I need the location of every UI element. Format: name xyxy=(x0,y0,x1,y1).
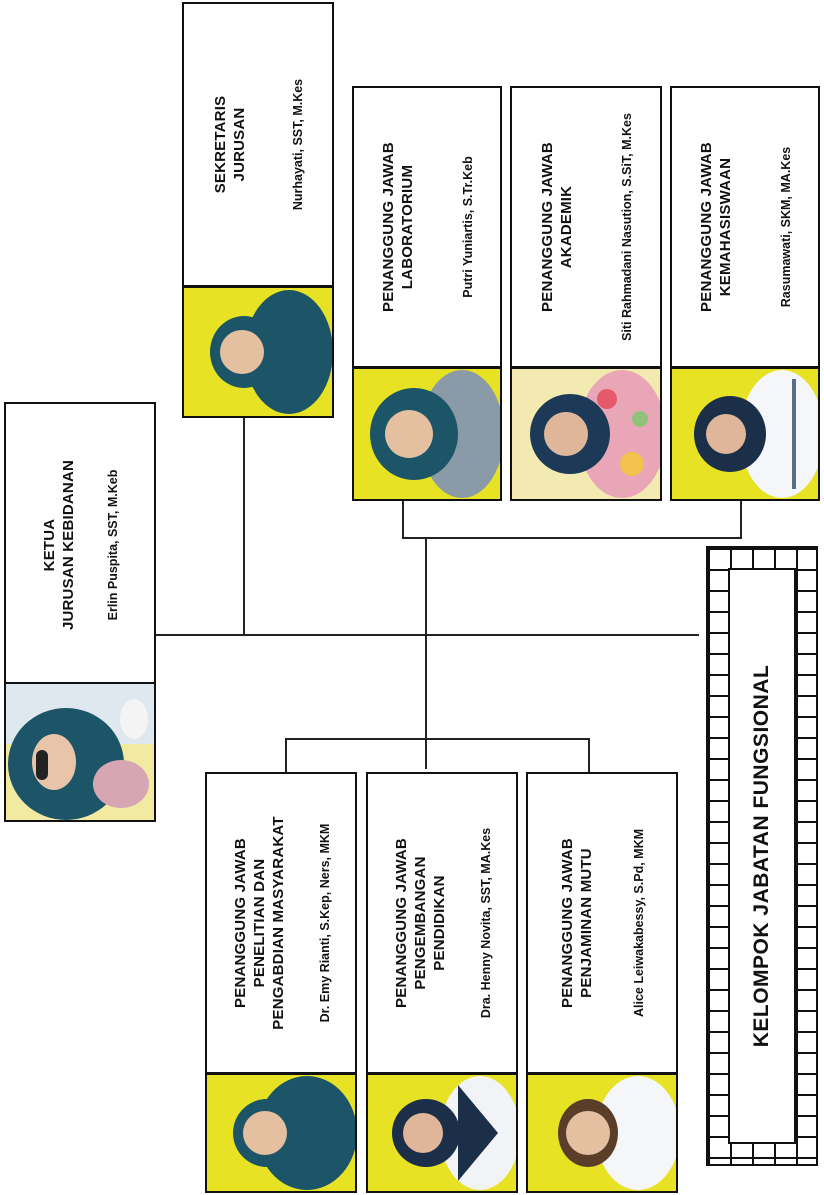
akademik-title: PENANGGUNG JAWAB AKADEMIK xyxy=(538,142,576,312)
sekretaris-title-line-2: JURUSAN xyxy=(231,107,248,182)
pengembangan-photo xyxy=(366,1073,518,1193)
laboratorium-title-line-1: PENANGGUNG JAWAB xyxy=(380,142,397,312)
pengembangan-name: Dra. Henny Novita, SST, MA.Kes xyxy=(478,827,493,1019)
laboratorium-title: PENANGGUNG JAWAB LABORATORIUM xyxy=(379,142,417,312)
pengembangan-title: PENANGGUNG JAWAB PENGEMBANGAN PENDIDIKAN xyxy=(392,838,449,1008)
penelitian-name: Dr. Emy Rianti, S.Kep, Ners, MKM xyxy=(317,823,332,1023)
kemahasiswaan-photo xyxy=(670,367,820,501)
penjaminan-name: Alice Leiwakabessy, S.Pd, MKM xyxy=(632,828,646,1018)
fungsional-label-wrap: KELOMPOK JABATAN FUNGSIONAL xyxy=(730,570,794,1142)
connector-bottom-drop-1 xyxy=(285,738,287,773)
penelitian-photo xyxy=(205,1073,357,1193)
penelitian-title: PENANGGUNG JAWAB PENELITIAN DAN PENGABDI… xyxy=(231,816,288,1029)
akademik-title-line-1: PENANGGUNG JAWAB xyxy=(539,142,556,312)
kemahasiswaan-title: PENANGGUNG JAWAB KEMAHASISWAAN xyxy=(697,142,735,312)
connector-bottom-bar xyxy=(285,738,590,740)
pengembangan-title-line-1: PENANGGUNG JAWAB xyxy=(392,838,410,1008)
connector-sekretaris-vertical xyxy=(243,416,245,635)
kemahasiswaan-text: PENANGGUNG JAWAB KEMAHASISWAAN Rasumawat… xyxy=(672,88,818,366)
fungsional-label: KELOMPOK JABATAN FUNGSIONAL xyxy=(750,664,773,1048)
sekretaris-photo xyxy=(182,286,334,418)
akademik-name: Siti Rahmadani Nasution, S.SiT, M.Kes xyxy=(620,113,634,341)
ketua-text: KETUA JURUSAN KEBIDANAN Erlin Puspita, S… xyxy=(6,404,154,686)
laboratorium-photo xyxy=(352,367,502,501)
pengembangan-title-line-3: PENDIDIKAN xyxy=(430,875,448,971)
sekretaris-title: SEKRETARIS JURUSAN xyxy=(211,96,249,194)
laboratorium-name: Putri Yuniartis, S.Tr.Keb xyxy=(461,156,475,298)
sekretaris-box: SEKRETARIS JURUSAN Nurhayati, SST, M.Kes xyxy=(182,2,334,287)
connector-top-bar xyxy=(402,537,742,539)
ketua-title-line-1: KETUA xyxy=(41,518,58,572)
top-box-akademik: PENANGGUNG JAWAB AKADEMIK Siti Rahmadani… xyxy=(510,86,662,368)
penjaminan-title-line-2: PENJAMINAN MUTU xyxy=(578,848,595,998)
penjaminan-title-line-1: PENANGGUNG JAWAB xyxy=(559,838,576,1008)
kemahasiswaan-name: Rasumawati, SKM, MA.Kes xyxy=(779,146,793,308)
penjaminan-photo xyxy=(526,1073,678,1193)
bottom-box-pengembangan: PENANGGUNG JAWAB PENGEMBANGAN PENDIDIKAN… xyxy=(366,772,518,1074)
top-box-laboratorium: PENANGGUNG JAWAB LABORATORIUM Putri Yuni… xyxy=(352,86,502,368)
fungsional-box: KELOMPOK JABATAN FUNGSIONAL xyxy=(728,568,796,1144)
penelitian-title-line-3: PENGABDIAN MASYARAKAT xyxy=(269,816,287,1030)
akademik-photo xyxy=(510,367,662,501)
ketua-photo xyxy=(4,682,156,822)
bottom-box-penjaminan: PENANGGUNG JAWAB PENJAMINAN MUTU Alice L… xyxy=(526,772,678,1074)
akademik-title-line-2: AKADEMIK xyxy=(558,185,575,269)
penjaminan-title: PENANGGUNG JAWAB PENJAMINAN MUTU xyxy=(558,838,596,1008)
sekretaris-title-line-1: SEKRETARIS xyxy=(212,95,229,194)
ketua-title-line-2: JURUSAN KEBIDANAN xyxy=(60,459,77,631)
sekretaris-name: Nurhayati, SST, M.Kes xyxy=(291,78,305,211)
connector-bottom-drop-3 xyxy=(588,738,590,773)
connector-top-drop-1 xyxy=(402,500,404,538)
connector-top-drop-3 xyxy=(740,500,742,538)
bottom-box-penelitian: PENANGGUNG JAWAB PENELITIAN DAN PENGABDI… xyxy=(205,772,357,1074)
connector-top-trunk xyxy=(425,537,427,769)
pengembangan-text: PENANGGUNG JAWAB PENGEMBANGAN PENDIDIKAN… xyxy=(368,774,516,1072)
ketua-name: Erlin Puspita, SST, M.Keb xyxy=(106,469,120,621)
kemahasiswaan-title-line-1: PENANGGUNG JAWAB xyxy=(698,142,715,312)
sekretaris-text: SEKRETARIS JURUSAN Nurhayati, SST, M.Kes xyxy=(184,4,332,285)
laboratorium-text: PENANGGUNG JAWAB LABORATORIUM Putri Yuni… xyxy=(354,88,500,366)
kemahasiswaan-title-line-2: KEMAHASISWAAN xyxy=(717,157,734,297)
penjaminan-text: PENANGGUNG JAWAB PENJAMINAN MUTU Alice L… xyxy=(528,774,676,1072)
penelitian-title-line-2: PENELITIAN DAN xyxy=(250,858,268,988)
ketua-title: KETUA JURUSAN KEBIDANAN xyxy=(40,460,78,630)
top-box-kemahasiswaan: PENANGGUNG JAWAB KEMAHASISWAAN Rasumawat… xyxy=(670,86,820,368)
pengembangan-title-line-2: PENGEMBANGAN xyxy=(411,856,429,990)
laboratorium-title-line-2: LABORATORIUM xyxy=(399,164,416,290)
penelitian-text: PENANGGUNG JAWAB PENELITIAN DAN PENGABDI… xyxy=(207,774,355,1072)
akademik-text: PENANGGUNG JAWAB AKADEMIK Siti Rahmadani… xyxy=(512,88,660,366)
penelitian-title-line-1: PENANGGUNG JAWAB xyxy=(231,838,249,1008)
